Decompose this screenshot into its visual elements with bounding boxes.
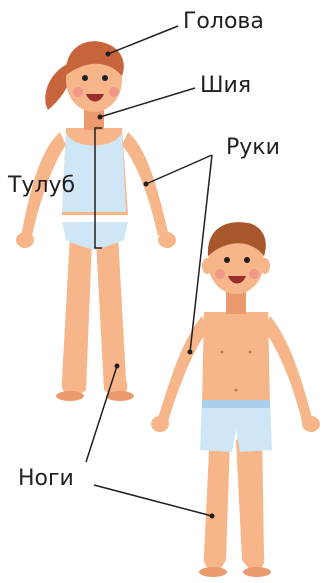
girl-figure [16,41,176,401]
label-arms: Руки [226,137,280,159]
legs-marker-dot-girl [115,364,120,369]
label-torso: Тулуб [8,175,75,197]
label-legs: Ноги [18,468,74,490]
head-marker-dot [106,52,111,57]
head-leader-line [108,26,178,54]
label-head: Голова [183,11,264,33]
label-neck: Шия [200,75,251,97]
neck-marker-dot [98,115,103,120]
arms-marker-dot-girl [144,182,149,187]
arms-leader-line-girl [146,155,212,184]
arms-marker-dot-boy [188,350,193,355]
legs-leader-line-girl [86,366,117,462]
legs-leader-line-boy [94,485,212,516]
legs-marker-dot-boy [210,514,215,519]
boy-figure [151,222,320,577]
